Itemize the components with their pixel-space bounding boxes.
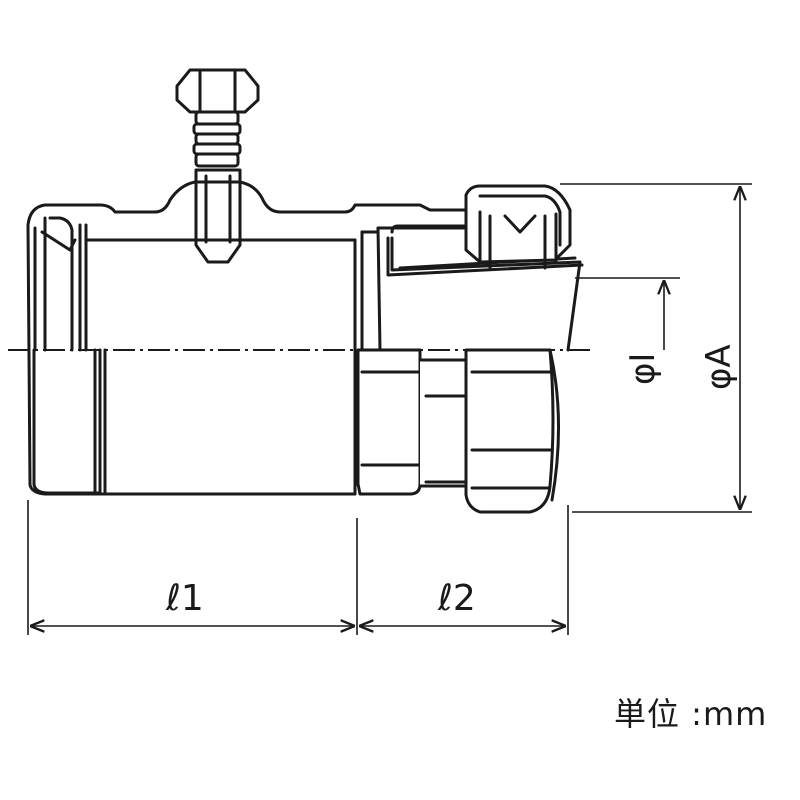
unit-label: 単位 :mm xyxy=(614,695,768,733)
extension-lines xyxy=(27,183,752,635)
l1-label: ℓ1 xyxy=(165,578,204,619)
dimension-lines xyxy=(30,186,740,626)
l2-label: ℓ2 xyxy=(437,578,476,619)
phi-i-label: φI xyxy=(623,353,663,385)
connector-body xyxy=(26,180,584,514)
phi-a-label: φA xyxy=(699,344,739,390)
set-screw xyxy=(175,68,260,264)
